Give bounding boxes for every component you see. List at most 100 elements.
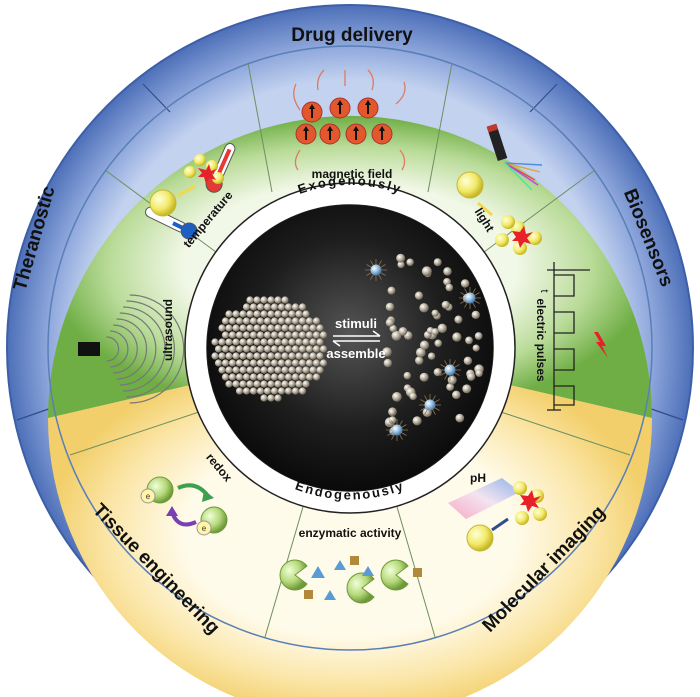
electric-pulses-label: electric pulses: [534, 298, 548, 382]
cluster-bead: [239, 366, 247, 374]
cluster-bead: [242, 345, 251, 353]
cluster-bead: [249, 359, 258, 367]
ultrasound-wave: [123, 306, 166, 392]
dispersed-bead: [445, 283, 454, 292]
enzymatic-illustration: [279, 556, 422, 604]
cluster-bead: [288, 324, 296, 332]
magnetic-field-label: magnetic field: [312, 167, 393, 181]
dispersed-bead: [452, 390, 461, 400]
cluster-bead: [221, 373, 230, 381]
equilibrium-arrows: [332, 330, 381, 347]
loaded-nanoparticle: [424, 399, 436, 411]
cluster-bead: [312, 359, 321, 367]
magnet-arrow-head: [303, 126, 309, 131]
cluster-bead: [274, 338, 282, 346]
ultrasound-wave: [109, 330, 129, 368]
core-stimuli-label: stimuli: [335, 316, 377, 331]
core-assemble-label: assemble: [326, 346, 385, 361]
cluster-bead: [274, 380, 282, 388]
redox-electron-label-2: e: [202, 524, 207, 533]
cluster-bead: [277, 345, 286, 353]
cluster-bead: [246, 324, 254, 332]
cluster-bead: [291, 387, 300, 395]
ultrasound-label: ultrasound: [161, 299, 175, 361]
cluster-bead: [270, 359, 279, 367]
cluster-bead: [235, 345, 244, 353]
cluster-bead: [246, 366, 254, 374]
cluster-bead: [295, 324, 303, 332]
dispersed-bead: [446, 383, 455, 391]
ultrasound-wave: [116, 318, 148, 380]
dispersed-bead: [396, 253, 406, 263]
cluster-bead: [221, 331, 230, 339]
dispersed-bead: [415, 347, 426, 358]
cluster-bead: [298, 303, 307, 311]
cluster-bead: [274, 366, 282, 374]
dispersed-bead: [441, 300, 450, 309]
cluster-bead: [302, 338, 310, 346]
cluster-bead: [263, 303, 272, 311]
dispersed-bead: [460, 279, 470, 288]
cluster-bead: [270, 331, 279, 339]
cluster-bead: [295, 366, 303, 374]
cluster-bead: [298, 331, 307, 339]
cluster-bead: [302, 352, 310, 360]
cluster-bead: [249, 303, 258, 311]
cluster-bead: [256, 331, 265, 339]
dispersed-bead: [414, 291, 424, 300]
dispersed-bead: [475, 369, 483, 378]
cluster-bead: [253, 366, 261, 374]
cluster-bead: [284, 303, 293, 311]
cluster-bead: [256, 317, 265, 325]
dispersed-bead: [387, 286, 396, 295]
electric-pulses-illustration: [547, 262, 608, 411]
dispersed-bead: [412, 416, 422, 426]
cluster-bead: [295, 352, 303, 360]
loaded-nanoparticle: [391, 424, 403, 436]
cluster-bead: [253, 310, 261, 318]
dispersed-bead: [463, 356, 473, 366]
cluster-bead: [246, 296, 254, 304]
cluster-bead: [316, 338, 324, 346]
cluster-bead: [260, 380, 268, 388]
cluster-bead: [232, 324, 240, 332]
cluster-bead: [274, 310, 282, 318]
ph-illustration: [448, 478, 547, 552]
cluster-bead: [291, 303, 300, 311]
cluster-bead: [232, 338, 240, 346]
cluster-bead: [249, 331, 258, 339]
cluster-bead: [235, 331, 244, 339]
cluster-bead: [305, 331, 314, 339]
cluster-bead: [295, 380, 303, 388]
dispersed-bead: [431, 309, 439, 317]
nanoparticle-cluster: [211, 296, 328, 402]
cluster-bead: [309, 366, 317, 374]
cluster-bead: [277, 303, 286, 311]
cluster-bead: [249, 345, 258, 353]
cluster-bead: [281, 296, 289, 304]
dispersed-bead: [433, 258, 442, 267]
dispersed-bead: [419, 303, 429, 313]
cluster-bead: [256, 303, 265, 311]
cluster-bead: [218, 352, 226, 360]
dispersed-bead: [392, 391, 402, 402]
cluster-bead: [214, 345, 223, 353]
cluster-bead: [228, 373, 237, 381]
cluster-bead: [316, 324, 324, 332]
cluster-bead: [309, 338, 317, 346]
cluster-bead: [263, 359, 272, 367]
dispersed-bead: [398, 327, 408, 336]
cluster-bead: [249, 373, 258, 381]
cluster-bead: [267, 296, 275, 304]
dispersed-bead: [419, 340, 430, 350]
dispersed-bead: [452, 332, 462, 342]
dispersed-bead: [388, 416, 397, 424]
dispersed-bead: [383, 358, 392, 368]
dispersed-bead: [403, 371, 412, 380]
cluster-bead: [239, 324, 247, 332]
cluster-bead: [305, 345, 314, 353]
dispersed-bead: [474, 332, 483, 340]
cluster-bead: [267, 366, 275, 374]
cluster-bead: [281, 310, 289, 318]
cluster-bead: [263, 373, 272, 381]
